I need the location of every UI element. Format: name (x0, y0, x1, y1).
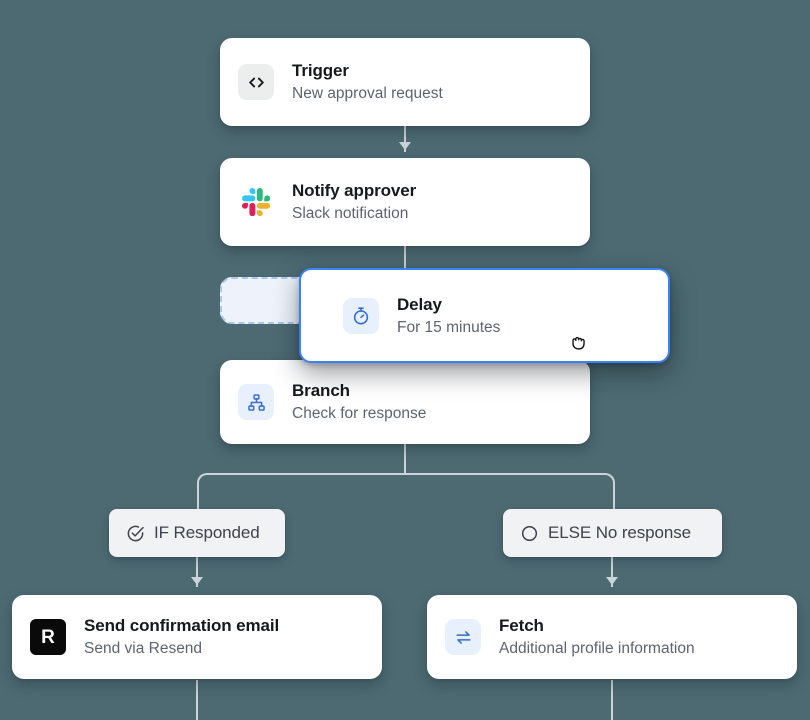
branch-pill-label: IF Responded (154, 523, 260, 542)
node-title: Branch (292, 381, 350, 400)
resend-logo: R (30, 619, 66, 655)
check-circle-icon (125, 523, 145, 543)
stopwatch-icon (343, 297, 379, 334)
connector-else-to-fetch (611, 557, 613, 587)
connector-notify-to-delay (404, 246, 406, 274)
connector-branch-stem (404, 444, 406, 475)
node-delay[interactable]: Delay For 15 minutes (299, 268, 670, 363)
connector-branch-left-elbow (197, 473, 407, 511)
node-subtitle: Check for response (292, 405, 427, 422)
branch-pill-label: ELSE No response (548, 523, 691, 542)
connector-trigger-to-notify (404, 126, 406, 152)
transfer-arrows-icon (445, 619, 481, 655)
node-subtitle: For 15 minutes (397, 318, 501, 336)
node-title: Trigger (292, 61, 349, 80)
node-branch[interactable]: Branch Check for response (220, 360, 590, 444)
connector-branch-right-elbow (404, 473, 615, 511)
node-subtitle: Additional profile information (499, 640, 695, 657)
sitemap-icon (238, 384, 274, 420)
connector-arrow-if (191, 577, 203, 585)
node-title: Send confirmation email (84, 616, 280, 635)
node-subtitle: Slack notification (292, 205, 409, 222)
connector-arrow-else (606, 577, 618, 585)
resend-logo-letter: R (41, 626, 55, 648)
connector-email-outgoing (196, 680, 198, 720)
connector-if-to-email (196, 557, 198, 587)
branch-pill-else-no-response[interactable]: ELSE No response (503, 509, 722, 557)
node-subtitle: Send via Resend (84, 640, 203, 657)
slack-icon (238, 184, 274, 220)
node-send-confirmation-email[interactable]: R Send confirmation email Send via Resen… (12, 595, 382, 679)
circle-icon (519, 523, 539, 543)
connector-arrow-trigger (399, 142, 411, 150)
code-brackets-icon (238, 64, 274, 100)
node-title: Delay (397, 294, 442, 314)
node-title: Fetch (499, 616, 544, 635)
branch-pill-if-responded[interactable]: IF Responded (109, 509, 285, 557)
node-fetch[interactable]: Fetch Additional profile information (427, 595, 797, 679)
node-trigger[interactable]: Trigger New approval request (220, 38, 590, 126)
grabbing-hand-cursor (568, 331, 590, 353)
node-title: Notify approver (292, 181, 417, 200)
node-notify-approver[interactable]: Notify approver Slack notification (220, 158, 590, 246)
node-subtitle: New approval request (292, 85, 443, 102)
connector-fetch-outgoing (611, 680, 613, 720)
